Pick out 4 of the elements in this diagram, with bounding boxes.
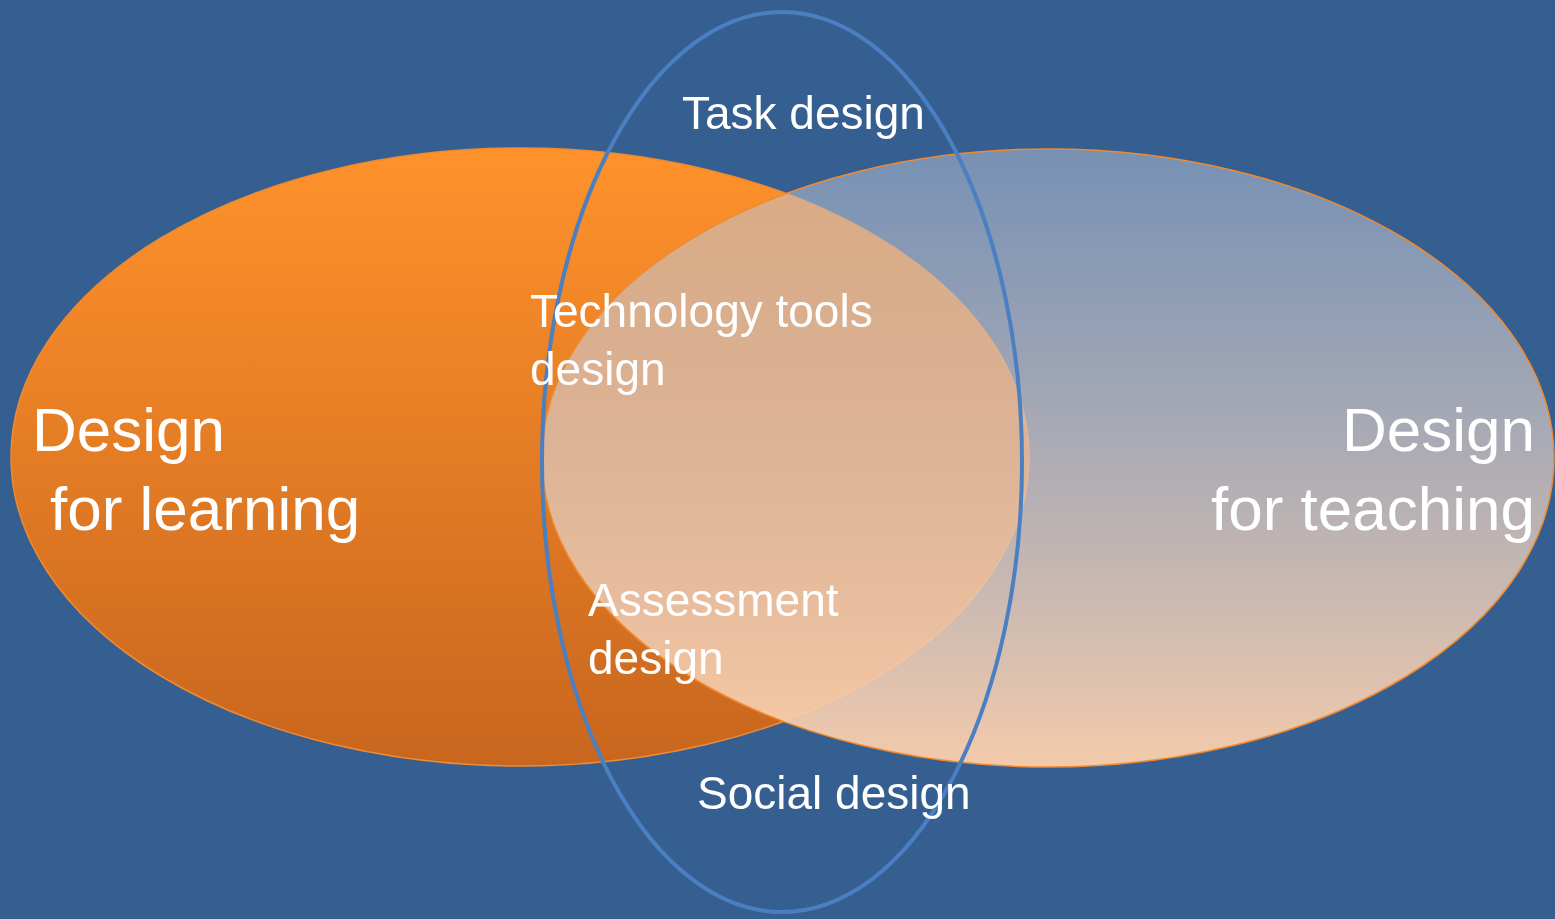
set-label: Task design <box>682 86 925 141</box>
set-label: Design for teaching <box>1211 394 1535 545</box>
set-label: Social design <box>697 766 971 821</box>
set-label: Design for learning <box>32 394 361 545</box>
